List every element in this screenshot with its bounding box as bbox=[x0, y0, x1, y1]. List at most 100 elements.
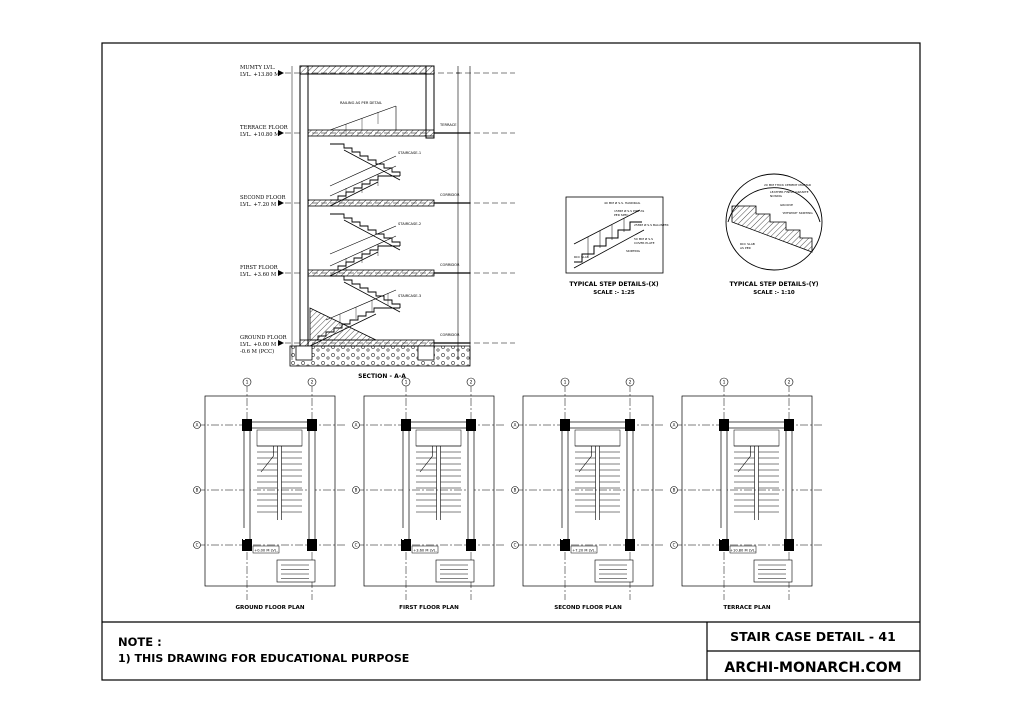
column bbox=[719, 419, 729, 431]
grid-bubble bbox=[784, 377, 794, 387]
title-block-title: STAIR CASE DETAIL - 41 bbox=[730, 629, 896, 644]
column bbox=[560, 419, 570, 431]
svg-text:SKIRTING: SKIRTING bbox=[626, 249, 641, 253]
grid-bubble bbox=[193, 421, 201, 429]
section-annotation: STAIRCASE-3 bbox=[398, 294, 421, 298]
detail-scale: SCALE :- 1:25 bbox=[593, 290, 635, 296]
level-name: MUMTY LVL. bbox=[240, 65, 276, 71]
column bbox=[560, 539, 570, 551]
grid-label: B bbox=[514, 488, 517, 493]
detail-title: TYPICAL STEP DETAILS-(Y) bbox=[729, 281, 818, 288]
grid-label: C bbox=[196, 543, 199, 548]
grid-bubble bbox=[193, 486, 201, 494]
level-value: LVL. +10.80 M bbox=[240, 132, 280, 138]
grid-label: 2 bbox=[629, 380, 632, 386]
grid-label: B bbox=[355, 488, 358, 493]
svg-text:GROOVE: GROOVE bbox=[780, 203, 793, 207]
level-value: LVL. +3.60 M bbox=[240, 272, 277, 278]
column bbox=[401, 419, 411, 431]
svg-text:40 MM Ø S.S. HANDRAIL: 40 MM Ø S.S. HANDRAIL bbox=[604, 200, 641, 205]
note-heading: NOTE : bbox=[118, 635, 162, 649]
svg-text:50 MM Ø S.S: 50 MM Ø S.S bbox=[634, 236, 653, 241]
svg-text:20 MM THICK CEMENT MORTAR: 20 MM THICK CEMENT MORTAR bbox=[764, 183, 811, 187]
title-block-brand: ARCHI-MONARCH.COM bbox=[724, 660, 901, 676]
detail-title: TYPICAL STEP DETAILS-(X) bbox=[569, 281, 659, 288]
column bbox=[242, 539, 252, 551]
grid-bubble bbox=[193, 541, 201, 549]
level-value: LVL. +0.00 M bbox=[240, 342, 277, 348]
grid-label: C bbox=[355, 543, 358, 548]
grid-label: B bbox=[673, 488, 676, 493]
grid-bubble bbox=[511, 486, 519, 494]
section-annotation: CORRIDOR bbox=[440, 263, 460, 267]
level-name: SECOND FLOOR bbox=[240, 195, 286, 201]
grid-bubble bbox=[511, 421, 519, 429]
svg-text:RCC SLAB: RCC SLAB bbox=[740, 242, 755, 246]
plan-level-tag: +3.60 M LVL. bbox=[413, 549, 437, 553]
plan-title: FIRST FLOOR PLAN bbox=[399, 605, 459, 611]
grid-bubble bbox=[511, 541, 519, 549]
level-name: FIRST FLOOR bbox=[240, 265, 279, 271]
grid-label: 1 bbox=[405, 380, 408, 386]
level-value: LVL. +13.80 M bbox=[240, 72, 280, 78]
grid-bubble bbox=[242, 377, 252, 387]
svg-text:'WITSPIKE' SKIRTING: 'WITSPIKE' SKIRTING bbox=[782, 211, 813, 215]
column bbox=[784, 539, 794, 551]
grid-bubble bbox=[352, 421, 360, 429]
column bbox=[784, 419, 794, 431]
column bbox=[242, 419, 252, 431]
grid-bubble bbox=[670, 541, 678, 549]
level-name: TERRACE FLOOR bbox=[240, 125, 289, 131]
grid-bubble bbox=[466, 377, 476, 387]
grid-bubble bbox=[670, 486, 678, 494]
section-annotation: CORRIDOR bbox=[440, 333, 460, 337]
section-annotation: STAIRCASE-2 bbox=[398, 222, 421, 226]
grid-label: A bbox=[673, 423, 676, 428]
grid-label: B bbox=[196, 488, 199, 493]
grid-label: 1 bbox=[723, 380, 726, 386]
svg-text:15MM Ø S.S PIPE AS: 15MM Ø S.S PIPE AS bbox=[614, 208, 644, 213]
grid-bubble bbox=[719, 377, 729, 387]
grid-label: A bbox=[514, 423, 517, 428]
pcc-level: -0.6 M (PCC) bbox=[240, 348, 274, 355]
grid-label: C bbox=[514, 543, 517, 548]
column bbox=[466, 539, 476, 551]
grid-bubble bbox=[307, 377, 317, 387]
section-annotation: STAIRCASE-1 bbox=[398, 151, 421, 155]
grid-label: A bbox=[355, 423, 358, 428]
grid-bubble bbox=[401, 377, 411, 387]
section-aa: MUMTY LVL. LVL. +13.80 M TERRACE FLOOR L… bbox=[240, 65, 515, 380]
column bbox=[625, 419, 635, 431]
section-annotation: TERRACE bbox=[439, 123, 457, 127]
level-value: LVL. +7.20 M bbox=[240, 202, 277, 208]
svg-text:PER SPEC.: PER SPEC. bbox=[614, 213, 629, 217]
svg-text:RCC SLAB: RCC SLAB bbox=[574, 255, 589, 259]
plan-level-tag: +0.00 M LVL. bbox=[254, 549, 278, 553]
column bbox=[719, 539, 729, 551]
level-name: GROUND FLOOR bbox=[240, 335, 288, 341]
step-detail-x: 40 MM Ø S.S. HANDRAIL 15MM Ø S.S PIPE AS… bbox=[565, 196, 669, 296]
sheet-border bbox=[101, 42, 921, 681]
column bbox=[625, 539, 635, 551]
column bbox=[401, 539, 411, 551]
grid-bubble bbox=[352, 486, 360, 494]
plan-title: SECOND FLOOR PLAN bbox=[554, 605, 622, 611]
section-annotation: RAILING AS PER DETAIL bbox=[340, 101, 382, 105]
note-line: 1) THIS DRAWING FOR EDUCATIONAL PURPOSE bbox=[118, 652, 409, 665]
svg-text:AS PER: AS PER bbox=[740, 246, 751, 250]
svg-text:25MM Ø S.S BALUSTER: 25MM Ø S.S BALUSTER bbox=[634, 222, 669, 227]
section-annotation: CORRIDOR bbox=[440, 193, 460, 197]
section-title: SECTION - A-A bbox=[358, 373, 406, 380]
plan-level-tag: +10.80 M LVL. bbox=[730, 549, 756, 553]
grid-label: 1 bbox=[564, 380, 567, 386]
grid-label: C bbox=[673, 543, 676, 548]
svg-text:NOSING: NOSING bbox=[770, 194, 783, 198]
grid-bubble bbox=[670, 421, 678, 429]
plan-title: TERRACE PLAN bbox=[723, 605, 770, 611]
